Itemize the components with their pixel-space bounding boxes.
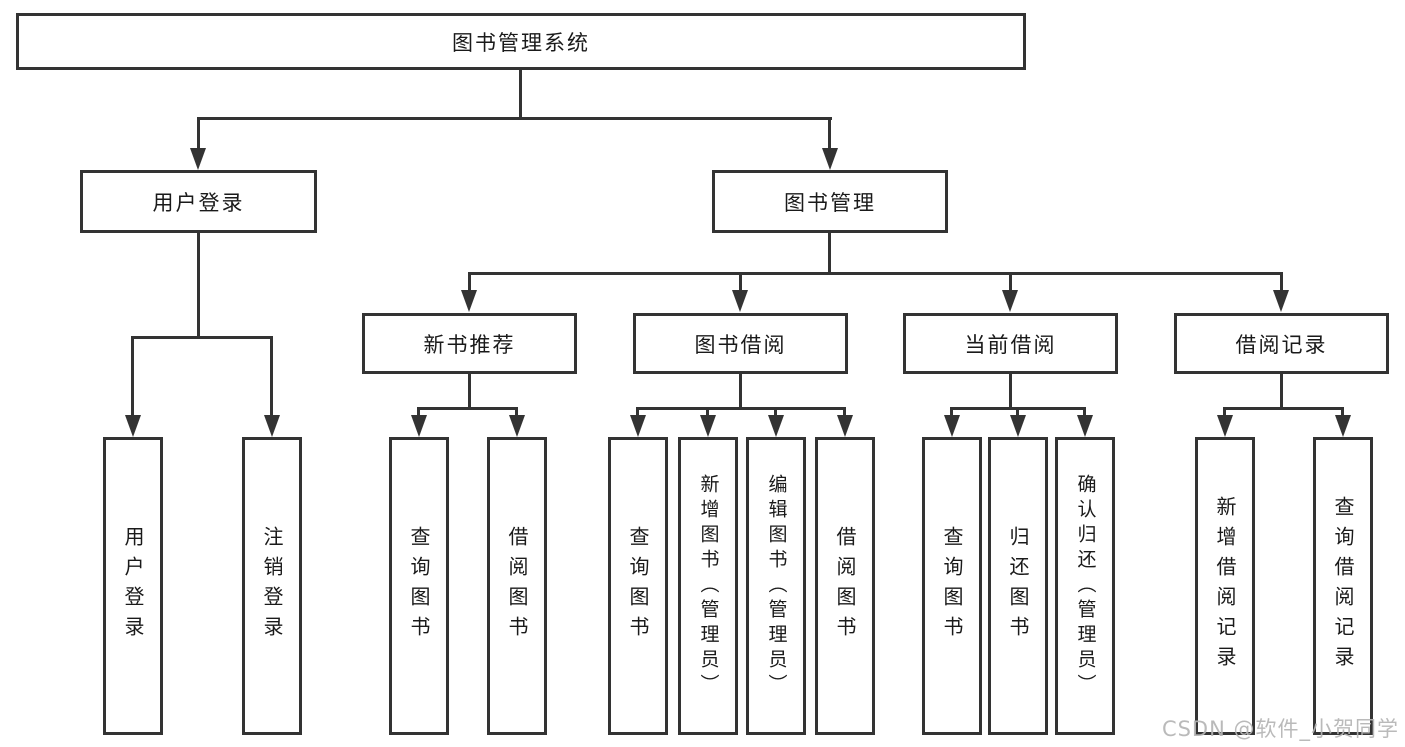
- leaf-newbook-borrow-books: 借阅图书: [487, 437, 547, 735]
- connector-book-borrow-rail: [636, 407, 846, 410]
- connector-drop-leaf: [131, 336, 134, 416]
- arrow-down-icon: [1002, 290, 1018, 312]
- connector-drop-book-management: [828, 117, 831, 149]
- connector-drop-leaf: [515, 407, 518, 417]
- connector-drop-leaf: [774, 407, 777, 417]
- arrow-down-icon: [509, 415, 525, 437]
- connector-drop-leaf: [950, 407, 953, 417]
- connector-drop-user-login: [197, 117, 200, 149]
- connector-drop-leaf: [1341, 407, 1344, 417]
- arrow-down-icon: [732, 290, 748, 312]
- node-label: 编辑图书（管理员）: [765, 473, 788, 699]
- node-label: 图书借阅: [694, 332, 787, 357]
- connector-drop-leaf: [270, 336, 273, 416]
- node-label: 查询图书: [940, 526, 964, 646]
- node-label: 图书管理系统: [452, 30, 590, 55]
- node-label: 新增借阅记录: [1213, 496, 1237, 676]
- leaf-borrow-edit-books-admin: 编辑图书（管理员）: [746, 437, 806, 735]
- leaf-user-login: 用户登录: [103, 437, 163, 735]
- node-borrowing-records: 借阅记录: [1174, 313, 1389, 374]
- node-current-borrowing: 当前借阅: [903, 313, 1118, 374]
- leaf-current-query-books: 查询图书: [922, 437, 982, 735]
- connector-root-stem: [519, 70, 522, 117]
- node-book-management: 图书管理: [712, 170, 948, 233]
- leaf-records-add-record: 新增借阅记录: [1195, 437, 1255, 735]
- leaf-records-query-record: 查询借阅记录: [1313, 437, 1373, 735]
- connector-book-management-stem: [828, 233, 831, 272]
- node-label: 借阅图书: [833, 526, 857, 646]
- arrow-down-icon: [630, 415, 646, 437]
- node-label: 查询图书: [626, 526, 650, 646]
- leaf-borrow-borrow-books: 借阅图书: [815, 437, 875, 735]
- node-label: 注销登录: [260, 526, 284, 646]
- connector-drop-leaf: [1223, 407, 1226, 417]
- arrow-down-icon: [125, 415, 141, 437]
- connector-drop-current-borrow: [1009, 272, 1012, 291]
- connector-book-borrow-stem: [739, 374, 742, 407]
- connector-drop-borrow-records: [1280, 272, 1283, 291]
- connector-current-borrow-stem: [1009, 374, 1012, 407]
- arrow-down-icon: [768, 415, 784, 437]
- connector-new-book-stem: [468, 374, 471, 407]
- arrow-down-icon: [700, 415, 716, 437]
- arrow-down-icon: [264, 415, 280, 437]
- arrow-down-icon: [190, 148, 206, 170]
- leaf-logout-login: 注销登录: [242, 437, 302, 735]
- arrow-down-icon: [944, 415, 960, 437]
- leaf-current-confirm-return-admin: 确认归还（管理员）: [1055, 437, 1115, 735]
- node-label: 归还图书: [1006, 526, 1030, 646]
- connector-drop-book-borrow: [739, 272, 742, 291]
- node-label: 当前借阅: [964, 332, 1057, 357]
- connector-new-book-rail: [417, 407, 518, 410]
- node-label: 查询借阅记录: [1331, 496, 1355, 676]
- csdn-watermark: CSDN @软件_小贺同学: [1161, 717, 1399, 741]
- arrow-down-icon: [1335, 415, 1351, 437]
- leaf-newbook-query-books: 查询图书: [389, 437, 449, 735]
- node-label: 确认归还（管理员）: [1074, 473, 1097, 699]
- leaf-borrow-add-books-admin: 新增图书（管理员）: [678, 437, 738, 735]
- arrow-down-icon: [1217, 415, 1233, 437]
- node-label: 用户登录: [152, 190, 245, 215]
- arrow-down-icon: [1010, 415, 1026, 437]
- leaf-current-return-books: 归还图书: [988, 437, 1048, 735]
- connector-level2-rail: [197, 117, 832, 120]
- node-label: 新增图书（管理员）: [697, 473, 720, 699]
- arrow-down-icon: [822, 148, 838, 170]
- connector-drop-leaf: [417, 407, 420, 417]
- node-label: 借阅图书: [505, 526, 529, 646]
- connector-user-login-rail: [131, 336, 273, 339]
- connector-drop-leaf: [843, 407, 846, 417]
- connector-level3-rail: [468, 272, 1283, 275]
- node-user-login: 用户登录: [80, 170, 317, 233]
- node-label: 借阅记录: [1235, 332, 1328, 357]
- node-label: 用户登录: [121, 526, 145, 646]
- connector-drop-leaf: [636, 407, 639, 417]
- connector-drop-leaf: [706, 407, 709, 417]
- node-library-system: 图书管理系统: [16, 13, 1026, 70]
- node-book-borrowing: 图书借阅: [633, 313, 848, 374]
- arrow-down-icon: [1077, 415, 1093, 437]
- node-label: 图书管理: [784, 190, 876, 215]
- connector-drop-leaf: [1083, 407, 1086, 417]
- arrow-down-icon: [837, 415, 853, 437]
- node-label: 新书推荐: [423, 332, 516, 357]
- connector-drop-leaf: [1016, 407, 1019, 417]
- connector-user-login-stem: [197, 233, 200, 336]
- connector-borrow-records-stem: [1280, 374, 1283, 407]
- connector-drop-new-book: [468, 272, 471, 291]
- node-label: 查询图书: [407, 526, 431, 646]
- arrow-down-icon: [411, 415, 427, 437]
- arrow-down-icon: [461, 290, 477, 312]
- leaf-borrow-query-books: 查询图书: [608, 437, 668, 735]
- arrow-down-icon: [1273, 290, 1289, 312]
- node-new-book-recommendation: 新书推荐: [362, 313, 577, 374]
- connector-borrow-records-rail: [1223, 407, 1344, 410]
